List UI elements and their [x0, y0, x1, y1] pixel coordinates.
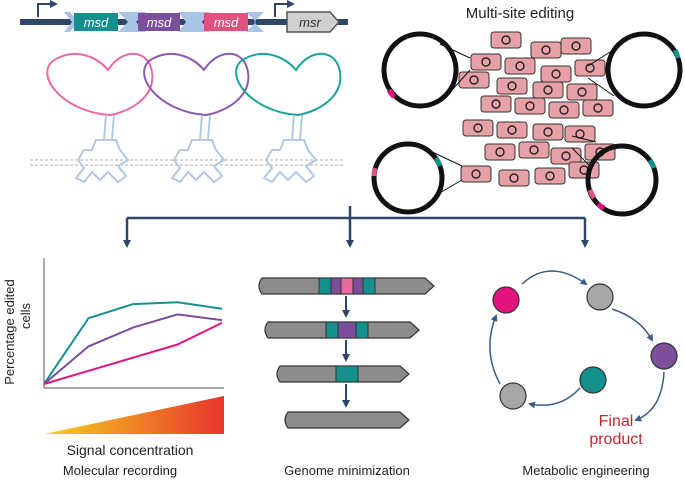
- svg-text:msd: msd: [84, 15, 109, 30]
- bacterial-cell: [496, 77, 528, 95]
- plasmid-bottom-right: [571, 135, 659, 217]
- svg-text:msr: msr: [299, 15, 321, 30]
- signal-gradient-wedge: [44, 396, 224, 434]
- msr-gene: msr: [286, 11, 341, 33]
- bacterial-cell: [514, 97, 546, 115]
- metabolite-node-purple: [650, 342, 678, 370]
- molecular-recording-panel: Percentage edited cells Signal concentra…: [2, 258, 224, 478]
- chart-series-line-teal: [43, 301, 223, 385]
- bacterial-cell: [532, 123, 564, 141]
- bacterial-cell: [582, 99, 614, 117]
- bacterial-cell: [458, 71, 490, 89]
- rna-structure-pink: [46, 52, 154, 184]
- msd-gene-2: msd: [138, 13, 180, 31]
- bacterial-cell: [480, 95, 512, 113]
- chromosome-4: [284, 411, 410, 429]
- operon: msd msd msd msr: [20, 0, 348, 33]
- rna-structure-teal: [235, 52, 342, 184]
- bacterial-cell: [504, 57, 536, 75]
- rna-structure-purple: [143, 52, 250, 184]
- chart-series-line-magenta: [43, 322, 223, 385]
- plasmid-bottom-left: [371, 141, 463, 215]
- promoter-arrow-1: [37, 3, 54, 17]
- bacterial-cell: [566, 83, 598, 101]
- bacterial-cell: [532, 81, 564, 99]
- bacterial-cell: [496, 121, 528, 139]
- msd-gene-1: msd: [74, 13, 118, 31]
- metabolite-node-gray-2: [499, 382, 527, 410]
- chromosome-1: [258, 277, 435, 295]
- metabolic-engineering-caption: Metabolic engineering: [522, 463, 649, 478]
- metabolite-node-gray-1: [586, 283, 614, 311]
- svg-text:msd: msd: [147, 15, 172, 30]
- chromosome-2: [264, 321, 420, 339]
- bacterial-cell: [498, 169, 530, 187]
- genome-minimization-caption: Genome minimization: [284, 463, 410, 478]
- bacterial-cell: [530, 41, 562, 59]
- bacterial-cell: [484, 143, 516, 161]
- bacterial-cell: [540, 65, 572, 83]
- bacterial-cell: [518, 141, 550, 159]
- bacterial-cell: [560, 37, 592, 55]
- bacterial-cell: [550, 147, 582, 165]
- metabolite-node-magenta: [492, 286, 520, 314]
- metabolite-node-teal: [579, 366, 607, 394]
- final-product-line2: product: [589, 431, 643, 448]
- bacterial-cell: [534, 167, 566, 185]
- bacterial-cell: [574, 59, 606, 77]
- chart-series: [43, 301, 223, 385]
- final-product-line1: Final: [599, 413, 634, 430]
- bacterial-cell: [548, 101, 580, 119]
- chart-ylabel-line2: cells: [18, 303, 33, 330]
- metabolic-engineering-panel: Final product Metabolic engineering: [489, 270, 678, 478]
- chart-series-line-purple: [43, 313, 223, 385]
- chromosome-3: [276, 365, 410, 383]
- bacterial-cell: [564, 125, 596, 143]
- branch-arrows: [123, 206, 589, 248]
- plasmid-top-right: [587, 31, 683, 109]
- svg-text:msd: msd: [214, 15, 239, 30]
- genome-minimization-panel: Genome minimization: [258, 277, 435, 478]
- multisite-editing: Multi-site editing: [371, 5, 683, 217]
- cell-population: [458, 31, 616, 187]
- chart-xlabel: Signal concentration: [67, 442, 194, 458]
- msd-gene-3: msd: [204, 13, 248, 31]
- retron-rna-structures: [30, 52, 345, 184]
- molecular-recording-caption: Molecular recording: [63, 463, 177, 478]
- bacterial-cell: [470, 53, 502, 71]
- dna-backbone: [20, 19, 348, 25]
- bacterial-cell: [462, 119, 494, 137]
- promoter-arrow-2: [274, 3, 291, 17]
- plasmid-top-left: [381, 31, 471, 109]
- bacterial-cell: [490, 31, 522, 49]
- chart-ylabel-line1: Percentage edited: [2, 279, 17, 385]
- bacterial-cell: [460, 165, 492, 183]
- multisite-title: Multi-site editing: [466, 5, 574, 22]
